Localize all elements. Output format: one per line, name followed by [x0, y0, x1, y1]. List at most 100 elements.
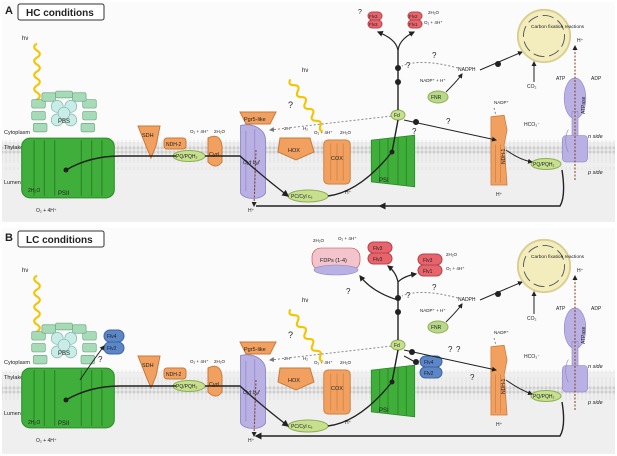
panel-b-atpase-label: ATPase	[581, 326, 587, 344]
panel-a-hox-label: HOX	[288, 148, 300, 154]
panel-a-cytb6f-label: Cyt b₆f	[243, 160, 260, 166]
panel-b-nadp: NADP⁺	[494, 330, 510, 335]
panel-a-q2: ?	[358, 9, 362, 16]
panel-a-pq-r	[530, 158, 562, 170]
panel-a-carbon-label: Carbon fixation reactions	[531, 24, 585, 30]
panel-a-flv1	[407, 19, 423, 29]
panel-b-pc-label: PC/Cyl c₆	[291, 424, 312, 430]
panel-a-flv3b-label: Flv3	[369, 22, 378, 27]
panel-b-psii-label: PSII	[58, 421, 70, 427]
panel-b-cox-label: COX	[331, 386, 343, 392]
panel-b-fnr-label: FNR	[431, 325, 442, 331]
panel-b-flv1	[417, 264, 443, 277]
panel-a-cyd-h2o: 2H₂O	[214, 129, 225, 134]
panel-b-hox	[277, 367, 315, 391]
panel-b-sdh	[137, 355, 161, 390]
panel-a-pbs-label: PBS	[58, 119, 70, 125]
panel-b-ndh2	[163, 367, 187, 380]
panel-a-hco3: HCO₃⁻	[524, 122, 540, 128]
panel-a-cyd-label: Cyd	[209, 152, 219, 158]
panel-a-fnr	[427, 90, 449, 104]
panel-a-hv2: hν	[302, 68, 308, 74]
panel-b-title-box	[17, 230, 105, 248]
panel-b-flv3a-label: Flv3	[373, 246, 383, 252]
panel-b-nadpreact: NADP⁺ + H⁺	[420, 308, 446, 313]
panel-a-atp: ATP	[556, 76, 566, 82]
panel-b-q1: ?	[98, 355, 103, 364]
panel-b-q2: ?	[288, 330, 293, 340]
panel-b-hox-h2: H₂	[303, 356, 308, 361]
panel-b-lumen-label: Lumen	[4, 411, 21, 417]
panel-a-q3: ?	[406, 61, 411, 70]
panel-b-adp: ADP	[591, 306, 602, 312]
panel-a-flv2-label: Flv2	[409, 14, 418, 19]
panel-b-flv3b-label: Flv3	[373, 257, 383, 263]
panel-b-fnr	[427, 320, 449, 334]
panel-a: A HC conditions Cytoplasm Thylakoid memb…	[2, 2, 615, 222]
panel-b-pgr5	[239, 341, 277, 355]
panel-a-cox-label: COX	[331, 156, 343, 162]
panel-a-flv3a-label: Flv3	[369, 14, 378, 19]
panel-b-q7: ?	[448, 345, 453, 354]
panel-b-flv2-ii-label: Flv2	[107, 346, 117, 352]
panel-a-adp: ADP	[591, 76, 602, 82]
panel-b-psi-label: PSI	[379, 408, 389, 414]
panel-b-cyd-label: Cyd	[209, 382, 219, 388]
panel-b-cyd-o2: O₂ + 4H⁺	[190, 359, 209, 364]
panel-b-q8: ?	[470, 373, 475, 382]
panel-a-cox-o2: O₂ + 4H⁺	[314, 130, 333, 135]
panel-b-flv2-psi	[419, 366, 443, 379]
panel-a-hv1: hν	[22, 36, 28, 42]
panel-b-cox-h2o: 2H₂O	[340, 360, 351, 365]
panel-a-psi-label: PSI	[379, 178, 389, 184]
panel-b-pq-r-label: PQ/PQH₂	[533, 394, 554, 400]
panel-a-hox	[277, 137, 315, 161]
panel-b-hv2: hν	[302, 298, 308, 304]
panel-b-pq-r	[530, 390, 562, 402]
panel-b-cox	[323, 369, 351, 415]
panel-a-nadph: NADPH	[458, 67, 476, 73]
panel-b-fdps-o2: O₂ + 4H⁺	[338, 236, 357, 241]
panel-b-h-top: H⁺	[577, 268, 584, 274]
panel-b-fdps-h2o: 2H₂O	[313, 238, 324, 243]
panel-a-pside: p side	[587, 170, 603, 176]
panel-a-flv1-label: Flv1	[409, 22, 418, 27]
panel-b-cytb6f-label: Cyt b₆f	[243, 390, 260, 396]
panel-a-nadpreact: NADP⁺ + H⁺	[420, 78, 446, 83]
panel-a-psii-label: PSII	[58, 191, 70, 197]
panel-b-psii	[21, 367, 115, 429]
panel-a-q6: ?	[446, 117, 451, 126]
panel-a-h-cox: H⁺	[345, 190, 352, 196]
panel-b-nside: n side	[588, 364, 603, 370]
panel-b-flv1-label: Flv1	[423, 269, 433, 275]
panel-a-pc-label: PC/Cyl c₆	[291, 194, 312, 200]
panel-b-fd-label: Fd	[394, 343, 400, 349]
panel-a-atpase-label: ATPase	[581, 96, 587, 114]
panel-a-nadp: NADP⁺	[494, 100, 510, 105]
panel-b-ndh2-label: NDH-2	[166, 372, 181, 378]
panel-b-hco3: HCO₃⁻	[524, 354, 540, 360]
panel-b-cox-o2: O₂ + 4H⁺	[314, 360, 333, 365]
panel-a-h-top: H⁺	[577, 38, 584, 44]
panel-a-hox-h2: H₂	[303, 126, 308, 131]
panel-a-title-box	[17, 3, 105, 21]
panel-a-fnr-label: FNR	[431, 95, 442, 101]
panel-a-cox-h2o: 2H₂O	[340, 130, 351, 135]
panel-a-fd-label: Fd	[394, 113, 400, 119]
panel-a-lumen-label: Lumen	[4, 180, 21, 186]
panel-b-hv1: hν	[22, 268, 28, 274]
panel-b-carbon-label: Carbon fixation reactions	[531, 254, 585, 260]
panel-b-nadph: NADPH	[458, 297, 476, 303]
panel-b-flv-o2: O₂ + 4H⁺	[446, 266, 465, 271]
panel-a-sdh-label: SDH	[142, 133, 154, 139]
panel-b-letter: B	[5, 232, 13, 244]
panel-a-q1: ?	[288, 100, 293, 110]
panel-a-nside: n side	[588, 134, 603, 140]
panel-b-co2: CO₂	[527, 316, 537, 322]
panel-b-h-cyt: H⁺	[248, 438, 255, 444]
panel-a-cox	[323, 139, 351, 185]
panel-b-fdps-label: FDPs (1-4)	[320, 258, 347, 264]
panel-b-flv-h2o: 2H₂O	[446, 252, 457, 257]
panel-b-flv4-label: Flv4	[107, 334, 117, 340]
